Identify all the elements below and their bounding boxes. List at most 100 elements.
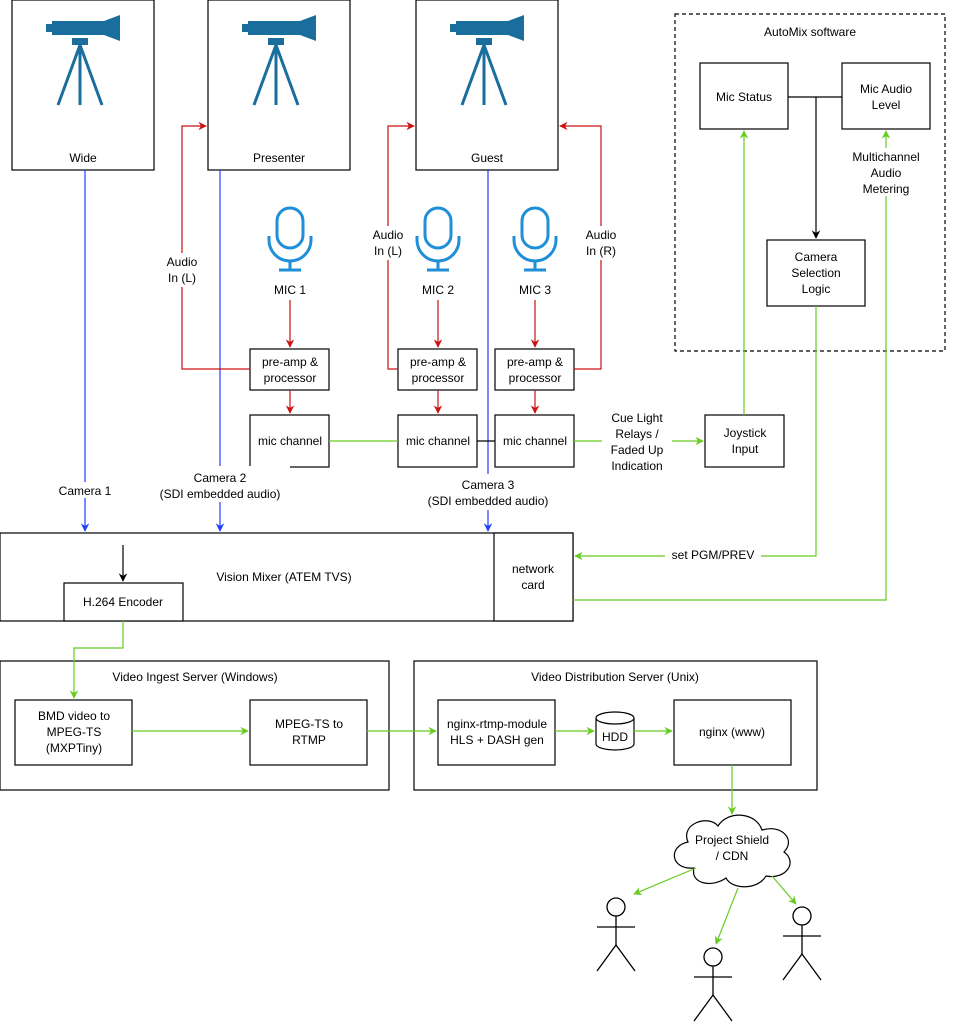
camera-selection-logic: Camera Selection Logic — [766, 239, 866, 307]
joystick-line2: Input — [732, 442, 759, 456]
audio-metering-arrow — [573, 130, 891, 601]
audio-in-3-line1: Audio — [586, 228, 617, 242]
network-card: network card — [493, 532, 574, 622]
set-pgm-prev-arrow — [574, 306, 817, 561]
bmd-line1: BMD video to — [38, 709, 110, 723]
preamp-1: pre-amp & processor — [249, 348, 330, 391]
nginx-rtmp-module: nginx-rtmp-module HLS + DASH gen — [437, 699, 556, 766]
camera-3-feed-line2: (SDI embedded audio) — [428, 494, 549, 508]
cue-label-line3: Faded Up — [611, 443, 664, 457]
network-card-line1: network — [512, 562, 555, 576]
automix-title: AutoMix software — [764, 25, 856, 39]
camera-selection-line3: Logic — [802, 282, 831, 296]
stick-figure-user-icon — [782, 906, 822, 981]
ingest-server-title: Video Ingest Server (Windows) — [112, 670, 277, 684]
preamp-3: pre-amp & processor — [494, 348, 575, 391]
preamp-2: pre-amp & processor — [397, 348, 478, 391]
mic-audio-level: Mic Audio Level — [841, 62, 931, 130]
cdn-line2: / CDN — [716, 849, 749, 863]
cdn-to-user-2-arrow — [714, 887, 739, 945]
audio-in-2-line1: Audio — [373, 228, 404, 242]
mpegts-to-rtmp: MPEG-TS to RTMP — [249, 699, 368, 766]
bmd-line3: (MXPTiny) — [46, 741, 102, 755]
video-ingest-server: Video Ingest Server (Windows) BMD video … — [0, 660, 390, 791]
h264-encoder: H.264 Encoder — [63, 582, 184, 622]
mic-3: MIC 3 — [512, 206, 558, 297]
preamp-1-line1: pre-amp & — [262, 355, 318, 369]
microphone-icon — [512, 206, 558, 272]
audio-in-1-line1: Audio — [167, 255, 198, 269]
preamp-2-line1: pre-amp & — [410, 355, 466, 369]
mic-status: Mic Status — [699, 62, 789, 130]
camera-wide-label: Wide — [69, 151, 97, 165]
distribution-server-title: Video Distribution Server (Unix) — [531, 670, 699, 684]
camera-3-feed-line1: Camera 3 — [462, 478, 515, 492]
mic-channel-1: mic channel — [249, 414, 330, 468]
camera-2-feed-line1: Camera 2 — [194, 471, 247, 485]
mic-1: MIC 1 — [267, 206, 313, 297]
mic-channel-1-label: mic channel — [258, 434, 322, 448]
camera-1-feed-label: Camera 1 — [59, 484, 112, 498]
preamp-3-line1: pre-amp & — [507, 355, 563, 369]
h264-encoder-label: H.264 Encoder — [83, 595, 163, 609]
bmd-line2: MPEG-TS — [47, 725, 102, 739]
vision-mixer-title: Vision Mixer (ATEM TVS) — [216, 570, 351, 584]
audio-in-presenter-line — [181, 121, 250, 370]
set-pgm-prev-label: set PGM/PREV — [672, 548, 755, 562]
camera-guest: Guest — [415, 0, 559, 171]
mic-channel-2-label: mic channel — [406, 434, 470, 448]
rtmp-line2: RTMP — [292, 733, 326, 747]
video-distribution-server: Video Distribution Server (Unix) nginx-r… — [413, 660, 818, 791]
camera-guest-label: Guest — [471, 151, 504, 165]
stick-figure-user-icon — [693, 947, 733, 1022]
audio-in-1-line2: In (L) — [168, 271, 196, 285]
preamp-1-line2: processor — [264, 371, 317, 385]
camera-2-feed-line2: (SDI embedded audio) — [160, 487, 281, 501]
hdd-label: HDD — [602, 730, 628, 744]
mic-2: MIC 2 — [415, 206, 461, 297]
metering-line3: Metering — [863, 182, 910, 196]
cdn-to-user-3-arrow — [771, 875, 797, 905]
microphone-icon — [415, 206, 461, 272]
bmd-to-mpegts: BMD video to MPEG-TS (MXPTiny) — [14, 699, 133, 766]
camera-selection-line2: Selection — [791, 266, 840, 280]
mic-channel-3: mic channel — [494, 414, 575, 468]
metering-line2: Audio — [871, 166, 902, 180]
camera-presenter: Presenter — [207, 0, 351, 171]
nginx-www: nginx (www) — [673, 699, 792, 766]
encoder-to-ingest-arrow — [69, 621, 124, 699]
camera-selection-line1: Camera — [795, 250, 838, 264]
mic-audio-level-line2: Level — [872, 98, 901, 112]
nginx-module-line2: HLS + DASH gen — [450, 733, 544, 747]
vision-mixer: Vision Mixer (ATEM TVS) H.264 Encoder ne… — [0, 532, 574, 622]
cue-label-line4: Indication — [611, 459, 662, 473]
joystick-line1: Joystick — [724, 426, 768, 440]
hdd-cylinder-icon — [595, 711, 635, 751]
mic-channel-3-label: mic channel — [503, 434, 567, 448]
hdd-storage: HDD — [595, 711, 635, 751]
network-card-line2: card — [521, 578, 544, 592]
audio-in-3-line2: In (R) — [586, 244, 616, 258]
microphone-icon — [267, 206, 313, 272]
mic-audio-level-line1: Mic Audio — [860, 82, 912, 96]
project-shield-cdn: Project Shield / CDN — [673, 814, 791, 888]
cloud-icon — [673, 814, 791, 888]
automix-software: AutoMix software Mic Status Mic Audio Le… — [674, 13, 946, 352]
nginx-www-label: nginx (www) — [699, 725, 765, 739]
preamp-3-line2: processor — [509, 371, 562, 385]
metering-line1: Multichannel — [852, 150, 919, 164]
audio-in-2-line2: In (L) — [374, 244, 402, 258]
rtmp-line1: MPEG-TS to — [275, 717, 343, 731]
cue-label-line1: Cue Light — [611, 411, 663, 425]
preamp-2-line2: processor — [412, 371, 465, 385]
mic-channel-2: mic channel — [397, 414, 478, 468]
cdn-to-user-1-arrow — [633, 867, 697, 895]
cue-label-line2: Relays / — [615, 427, 659, 441]
cdn-line1: Project Shield — [695, 833, 769, 847]
stick-figure-user-icon — [596, 897, 636, 972]
mic-3-label: MIC 3 — [519, 283, 551, 297]
camera-wide: Wide — [11, 0, 155, 171]
nginx-module-line1: nginx-rtmp-module — [447, 717, 547, 731]
mic-status-label: Mic Status — [716, 90, 772, 104]
